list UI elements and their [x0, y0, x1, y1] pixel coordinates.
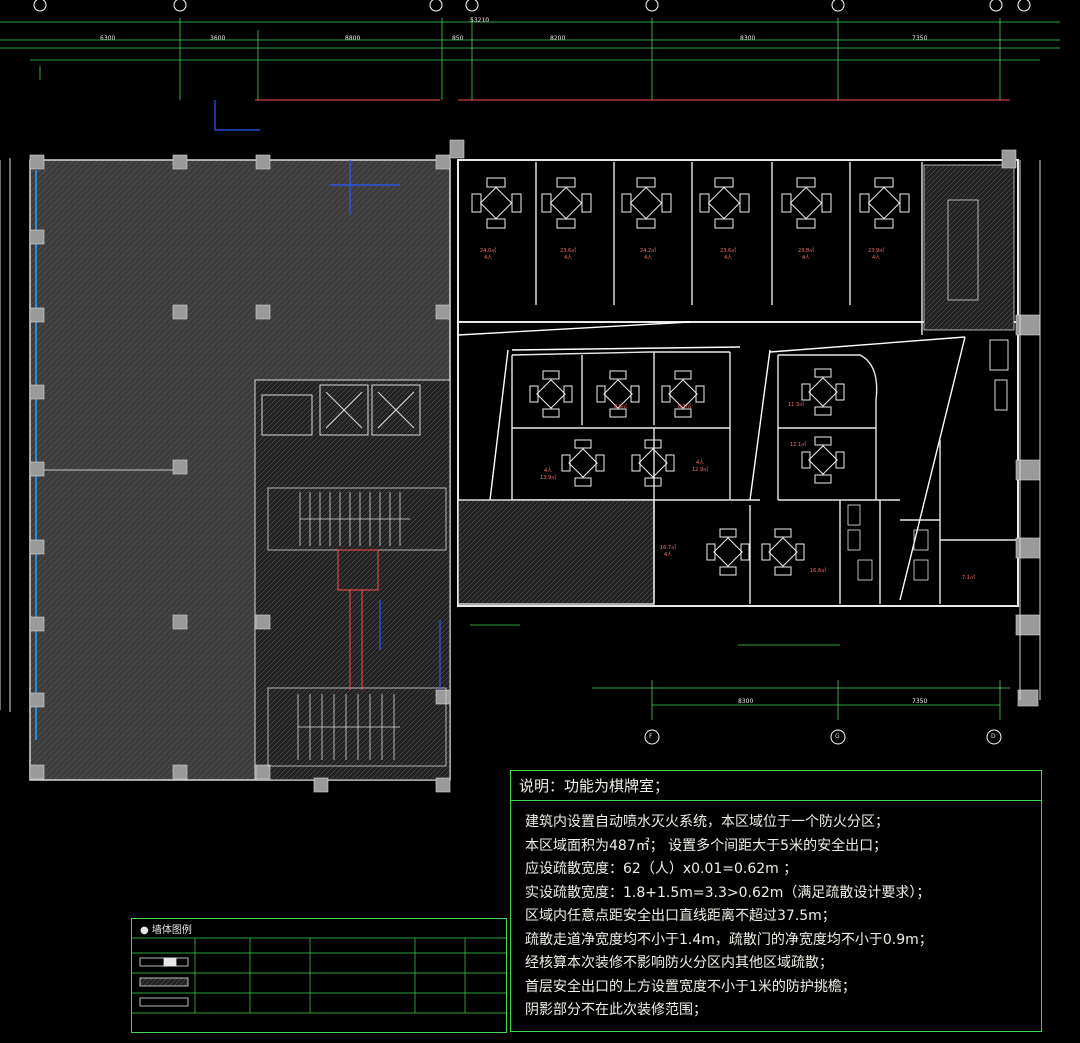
- dim-top-6: 8300: [740, 35, 756, 42]
- notes-line: 应设疏散宽度：62（人）x0.01=0.62m ；: [525, 861, 798, 877]
- middle-rooms: [511, 351, 900, 501]
- notes-body: 建筑内设置自动喷水灭火系统，本区域位于一个防火分区； 本区域面积为487㎡； 设…: [525, 811, 1035, 1023]
- dim-top-3: 8800: [345, 35, 361, 42]
- room-label-10: 12.1㎡: [790, 442, 807, 448]
- dim-top-1: 6300: [100, 35, 116, 42]
- table-1: [471, 177, 522, 229]
- notes-title: 说明：功能为棋牌室；: [511, 771, 1041, 801]
- corridor-lines: [457, 321, 966, 601]
- toilet-fixtures: [847, 504, 929, 581]
- stair-east: [923, 164, 1015, 331]
- table-8: [596, 370, 640, 418]
- dim-bottom-2: 7350: [912, 698, 928, 705]
- east-outline: [989, 160, 1041, 700]
- core-stair-1: [267, 487, 447, 551]
- dim-top-2: 3600: [210, 35, 226, 42]
- table-13: [801, 436, 845, 484]
- notes-line: 经核算本次装修不影响防火分区内其他区域疏散；: [525, 955, 833, 971]
- top-axis-markers: [33, 0, 1031, 12]
- table-2: [541, 177, 592, 229]
- notes-line: 建筑内设置自动喷水灭火系统，本区域位于一个防火分区；: [525, 814, 889, 830]
- dim-top-4: 850: [452, 35, 464, 42]
- dim-top-7: 7350: [912, 35, 928, 42]
- legend-swatches: [139, 957, 189, 1007]
- furniture-tables: [471, 177, 910, 576]
- table-12: [801, 368, 845, 416]
- core-elevators: [261, 384, 421, 436]
- room-label-14: 16.6㎡: [810, 568, 827, 574]
- axis-label-g: G: [835, 733, 840, 740]
- right-columns: [449, 139, 1041, 707]
- design-notes-panel: 说明：功能为棋牌室； 建筑内设置自动喷水灭火系统，本区域位于一个防火分区； 本区…: [510, 770, 1042, 1032]
- dim-top-5: 8200: [550, 35, 566, 42]
- notes-line: 本区域面积为487㎡； 设置多个间距大于5米的安全出口；: [525, 837, 888, 854]
- notes-line: 实设疏散宽度：1.8+1.5m=3.3>0.62m（满足疏散设计要求）；: [525, 884, 931, 901]
- table-6: [859, 177, 910, 229]
- table-9: [661, 370, 705, 418]
- dim-bottom-1: 8300: [738, 698, 754, 705]
- table-14: [706, 528, 750, 576]
- legend-grid: [131, 937, 507, 1014]
- notes-line: 区域内任意点距安全出口直线距离不超过37.5m；: [525, 908, 836, 924]
- table-4: [699, 177, 750, 229]
- room-label-15: 7.1㎡: [962, 575, 975, 581]
- left-hall-columns: [29, 154, 451, 793]
- top-row-rooms: [535, 162, 923, 335]
- room-label-8: 8.1㎡: [678, 404, 691, 410]
- blue-pipes: [214, 100, 441, 690]
- bottom-axis-markers: [644, 729, 1002, 745]
- table-3: [621, 177, 672, 229]
- bottom-dimension-lines: [470, 624, 1010, 720]
- notes-line: 首层安全出口的上方设置宽度不小于1米的防护挑檐；: [525, 978, 856, 995]
- left-hall-area: [0, 158, 451, 781]
- table-11: [631, 439, 675, 487]
- table-7: [529, 370, 573, 418]
- axis-label-d: D: [991, 733, 996, 740]
- table-15: [761, 528, 805, 576]
- notes-line: 疏散走道净宽度均不小于1.4m，疏散门的净宽度均不小于0.9m；: [525, 931, 933, 948]
- red-fire-lines: [255, 99, 1010, 690]
- axis-label-f: F: [649, 733, 653, 740]
- south-rooms: [457, 440, 1016, 605]
- room-label-7: 8.8㎡: [614, 404, 627, 410]
- wall-legend-table: ● 墙体图例: [131, 918, 507, 1033]
- table-10: [561, 439, 605, 487]
- core-stair-2: [267, 687, 447, 767]
- legend-title: ● 墙体图例: [140, 925, 192, 936]
- dim-total: 53210: [470, 17, 490, 24]
- table-5: [781, 177, 832, 229]
- room-label-9: 11.3㎡: [788, 402, 805, 408]
- notes-line: 阴影部分不在此次装修范围；: [525, 1002, 707, 1018]
- top-dimension-lines: [0, 18, 1060, 100]
